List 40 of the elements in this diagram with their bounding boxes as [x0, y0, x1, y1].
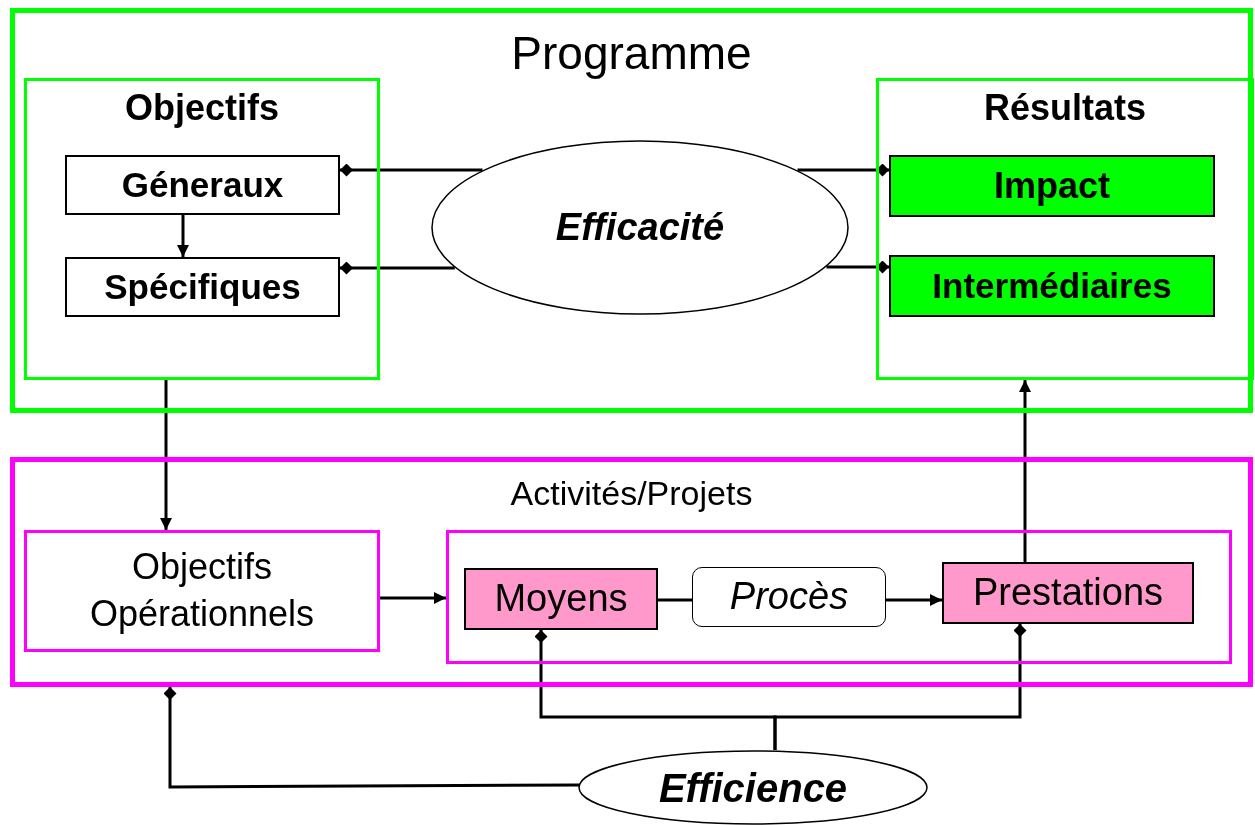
node-label: Intermédiaires — [931, 265, 1173, 307]
operational-objectives-box — [24, 530, 380, 652]
panel-title: Programme — [510, 27, 753, 80]
process-box — [692, 567, 886, 627]
activities-frame — [10, 457, 1253, 687]
results-panel — [876, 78, 1254, 380]
efficacy-ellipse — [431, 140, 849, 315]
connector-line — [340, 163, 483, 177]
arrow — [1019, 380, 1031, 562]
node-label: Spécifiques — [103, 266, 302, 308]
result-box — [889, 155, 1215, 217]
node-label: Impact — [992, 165, 1111, 207]
efficiency-ellipse — [578, 750, 928, 825]
objective-box — [65, 155, 340, 215]
node-label: Géneraux — [120, 164, 285, 206]
connector-line — [163, 687, 579, 789]
connector-line — [340, 261, 455, 275]
panel-title: Objectifs — [123, 87, 280, 129]
connector-line — [773, 624, 1027, 750]
node-label: Procès — [728, 575, 850, 619]
node-label: Prestations — [971, 571, 1165, 615]
connector-line — [797, 163, 889, 177]
process-box — [464, 568, 658, 630]
node-label: Moyens — [493, 577, 629, 621]
arrow — [177, 215, 189, 257]
node-label: Efficience — [657, 764, 849, 811]
panel-title: Activités/Projets — [509, 474, 754, 514]
process-frame — [446, 530, 1232, 664]
program-frame — [10, 8, 1253, 413]
arrow — [886, 594, 942, 606]
result-box — [889, 255, 1215, 317]
arrow — [380, 592, 446, 604]
connector-line — [826, 260, 889, 274]
objective-box — [65, 257, 340, 317]
node-label: Objectifs Opérationnels — [88, 545, 316, 636]
node-label: Efficacité — [554, 205, 726, 250]
objectives-panel — [24, 78, 380, 380]
arrow — [160, 380, 172, 530]
process-box — [942, 562, 1194, 624]
panel-title: Résultats — [982, 87, 1148, 129]
